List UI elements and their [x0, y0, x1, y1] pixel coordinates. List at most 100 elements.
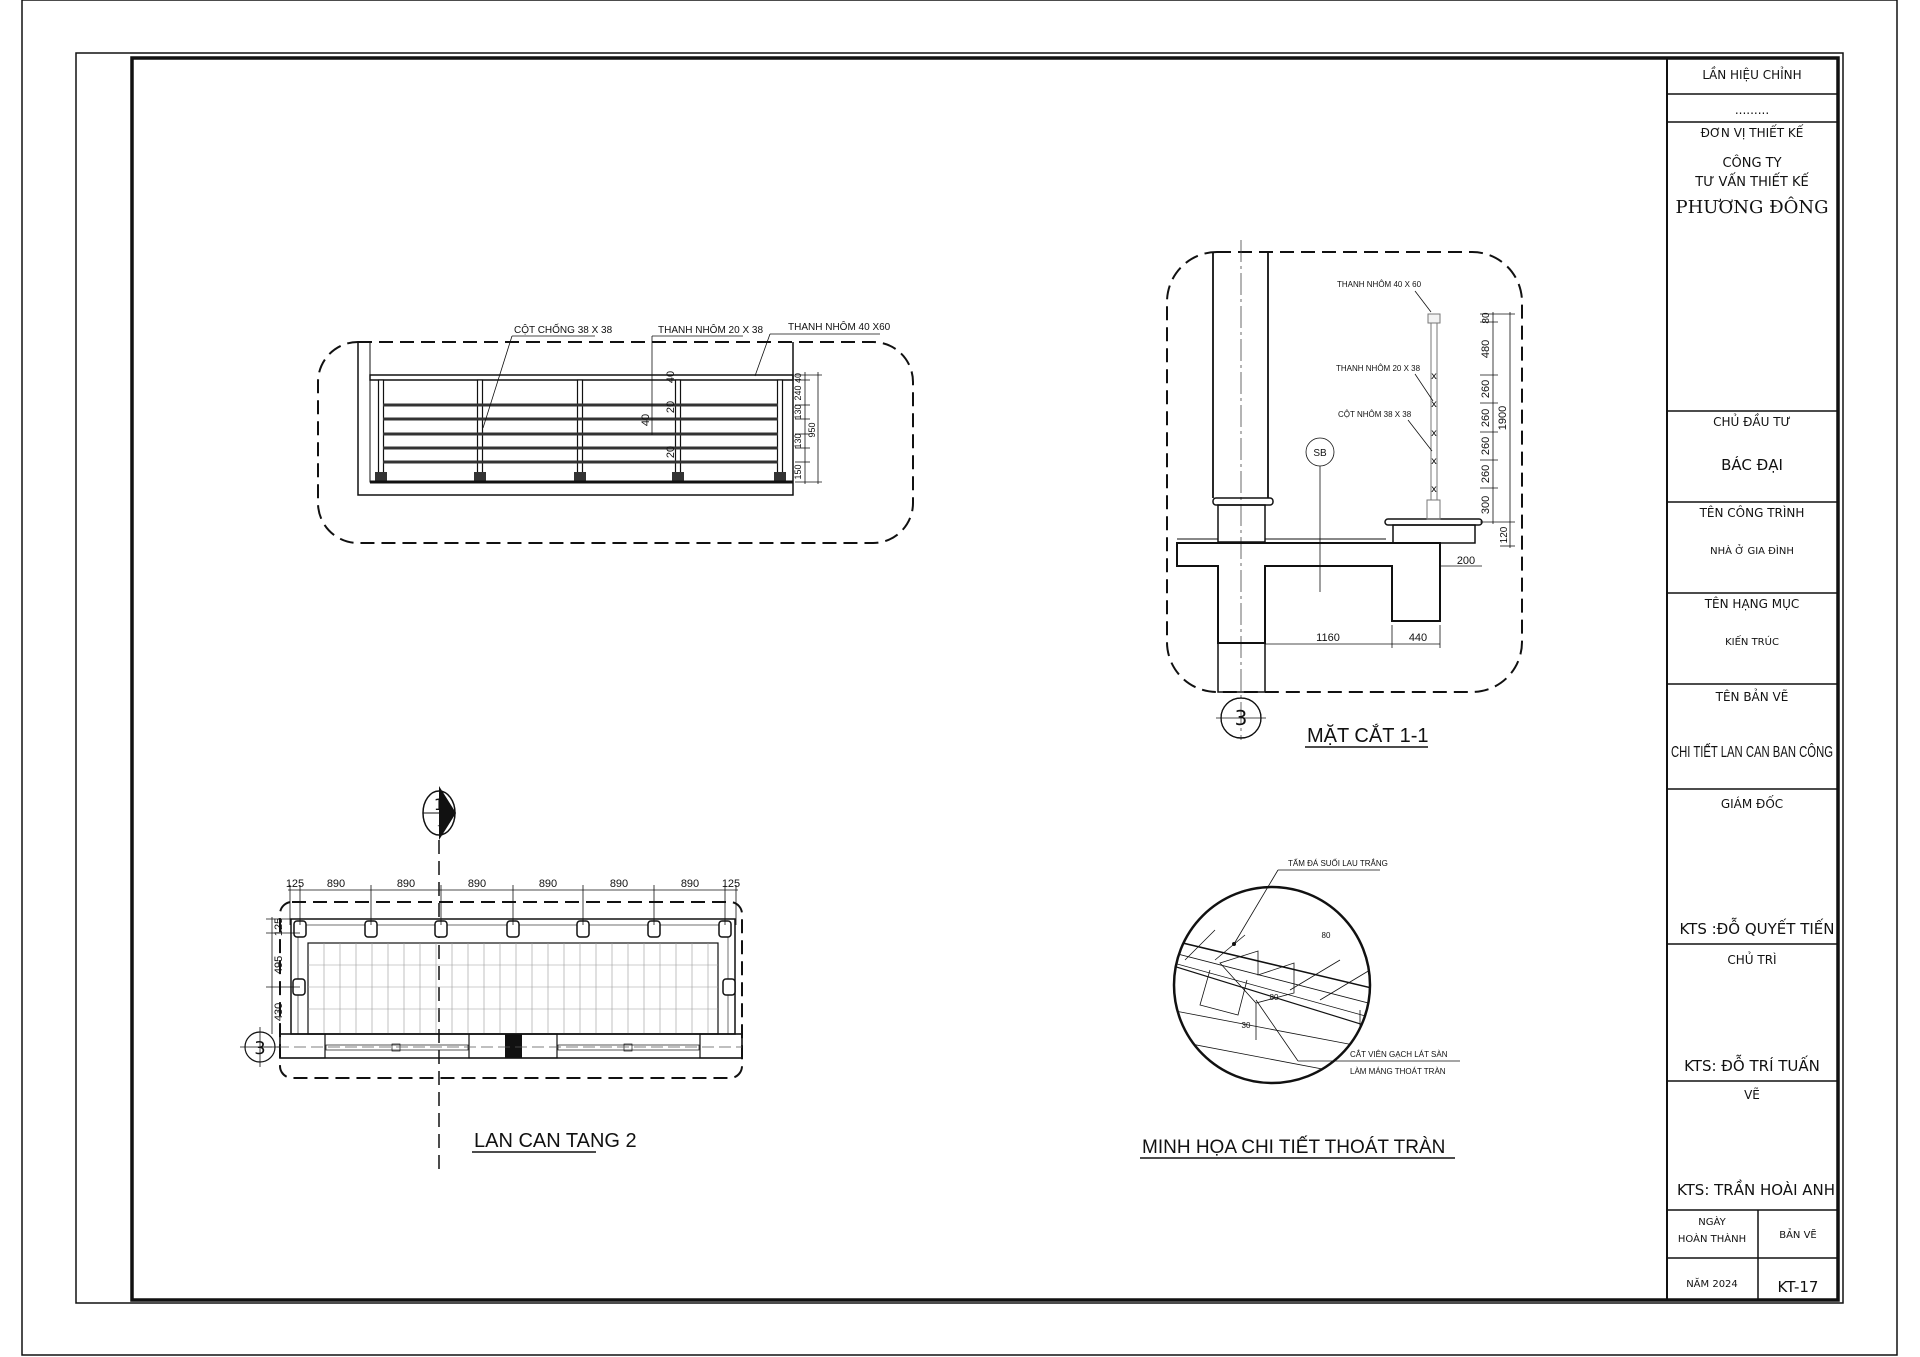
cut-label-line2: LÀM MÁNG THOÁT TRÀN [1350, 1067, 1446, 1076]
sheet-value: KT-17 [1778, 1278, 1819, 1296]
lead-value: KTS: ĐỖ TRÍ TUẤN [1684, 1054, 1820, 1075]
sheet-label: BẢN VẼ [1779, 1227, 1817, 1241]
balcony-plan: 1 - 125 890 890 890 890 890 890 125 [240, 786, 743, 1172]
dim: 40 [665, 371, 677, 383]
stone-label: TẤM ĐÁ SUỐI LAU TRẮNG [1288, 858, 1388, 868]
dim: 80 [1481, 312, 1492, 324]
plan-post [722, 978, 736, 996]
dim: 890 [681, 878, 699, 890]
grid-bubble-3: 3 [1235, 706, 1248, 730]
director-label: GIÁM ĐỐC [1721, 795, 1783, 811]
section-title: MẶT CẮT 1-1 [1307, 723, 1429, 747]
category-value: KIẾN TRÚC [1725, 634, 1779, 648]
railing-bar [383, 403, 778, 407]
post-base [672, 472, 684, 481]
post-base [574, 472, 586, 481]
bar-section-mark: x [1431, 428, 1437, 439]
date-label-line1: NGÀY [1698, 1215, 1726, 1228]
top-rail-label: THANH NHÔM 40 X 60 [1337, 280, 1422, 289]
post-label: CỘT CHỐNG 38 X 38 [514, 322, 613, 336]
dim-total: 950 [807, 422, 817, 437]
dim: 80 [1322, 931, 1331, 940]
date-label-line2: HOÀN THÀNH [1678, 1232, 1746, 1245]
design-unit-label: ĐƠN VỊ THIẾT KẾ [1701, 124, 1804, 140]
cut-label-line1: CẮT VIÊN GẠCH LÁT SÀN [1350, 1050, 1448, 1059]
dim: 890 [539, 878, 557, 890]
dim: 430 [273, 1003, 285, 1021]
bar-label: THANH NHÔM 20 X 38 [1336, 364, 1421, 373]
floor-tiles [308, 943, 718, 1034]
railing-bars [383, 403, 778, 464]
drawing-name-value: CHI TIẾT LAN CAN BAN CÔNG [1671, 742, 1833, 761]
dim: 890 [397, 878, 415, 890]
dim: 890 [610, 878, 628, 890]
railing-bar [383, 432, 778, 436]
dim: 260 [1480, 380, 1492, 398]
railing-bar [383, 460, 778, 464]
drawn-label: VẼ [1744, 1087, 1760, 1102]
dim: 495 [273, 956, 285, 974]
lead-label: CHỦ TRÌ [1727, 951, 1776, 967]
project-label: TÊN CÔNG TRÌNH [1699, 505, 1805, 520]
railing-bar [383, 446, 778, 450]
dim-total: 1900 [1497, 406, 1509, 430]
date-value: NĂM 2024 [1686, 1277, 1738, 1290]
post-label: CỘT NHÔM 38 X 38 [1338, 410, 1412, 419]
dim: 30 [1242, 1021, 1251, 1030]
bar-section-mark: x [1431, 484, 1437, 495]
dim-base: 120 [1499, 526, 1510, 543]
section-mark-sheet: - [437, 821, 440, 831]
dim: 890 [327, 878, 345, 890]
investor-label: CHỦ ĐẦU TƯ [1713, 413, 1791, 429]
section-tag: SB [1313, 448, 1327, 459]
dim: 80 [1270, 993, 1279, 1002]
bar-section-mark: x [1431, 399, 1437, 410]
railing-bar [383, 417, 778, 421]
post-base [774, 472, 786, 481]
railing-post [377, 379, 385, 477]
dim: 1160 [1316, 632, 1340, 644]
post-base [474, 472, 486, 481]
railing-elevation: 40 240 130 130 150 950 40 20 40 20 CỘT C… [317, 320, 914, 544]
director-value: KTS :ĐỖ QUYẾT TIẾN [1679, 917, 1834, 938]
sheet-frames [21, 0, 1898, 1356]
title-block: LẦN HIỆU CHỈNH ......... ĐƠN VỊ THIẾT KẾ… [1666, 57, 1839, 1301]
dim: 125 [722, 878, 740, 890]
dim: 20 [665, 401, 677, 413]
dim: 20 [665, 446, 677, 458]
grid-bubble-3: 3 [254, 1038, 265, 1059]
section-mark-number: 1 [434, 795, 444, 814]
bar-label: THANH NHÔM 20 X 38 [658, 323, 763, 336]
bar-section-mark: x [1431, 371, 1437, 382]
dim: 300 [1480, 496, 1492, 514]
project-value: NHÀ Ở GIA ĐÌNH [1710, 543, 1794, 557]
investor-value: BÁC ĐẠI [1721, 455, 1783, 474]
company-name: PHƯƠNG ĐÔNG [1676, 195, 1829, 218]
revision-value: ......... [1735, 103, 1769, 117]
top-rail-label: THANH NHÔM 40 X60 [788, 320, 891, 333]
dim: 130 [793, 404, 803, 419]
railing-posts [375, 379, 786, 481]
drawn-value: KTS: TRẦN HOÀI ANH [1677, 1178, 1835, 1199]
dim: 890 [468, 878, 486, 890]
dim: 260 [1480, 465, 1492, 483]
dim-step: 200 [1457, 555, 1475, 567]
plan-dimension-ticks [288, 885, 738, 925]
bar-section-mark: x [1431, 456, 1437, 467]
dim: 480 [1480, 340, 1492, 358]
overflow-detail: 80 80 30 TẤM ĐÁ SUỐI LAU TRẮNG CẮT VIÊN … [1140, 858, 1460, 1159]
detail-title: MINH HỌA CHI TIẾT THOÁT TRÀN [1142, 1136, 1445, 1158]
dim: 125 [273, 918, 285, 936]
revision-label: LẦN HIỆU CHỈNH [1702, 66, 1801, 82]
bar-section-marks: x x x x x [1431, 371, 1437, 495]
dim: 260 [1480, 437, 1492, 455]
plan-posts [292, 920, 736, 996]
railing-post [776, 379, 784, 477]
company-line1: CÔNG TY [1722, 155, 1781, 171]
dim: 440 [1409, 632, 1427, 644]
dim: 130 [793, 433, 803, 448]
plan-title: LAN CAN TANG 2 [474, 1130, 637, 1152]
dim: 40 [793, 373, 803, 383]
drawing-name-label: TÊN BẢN VẼ [1715, 688, 1789, 704]
